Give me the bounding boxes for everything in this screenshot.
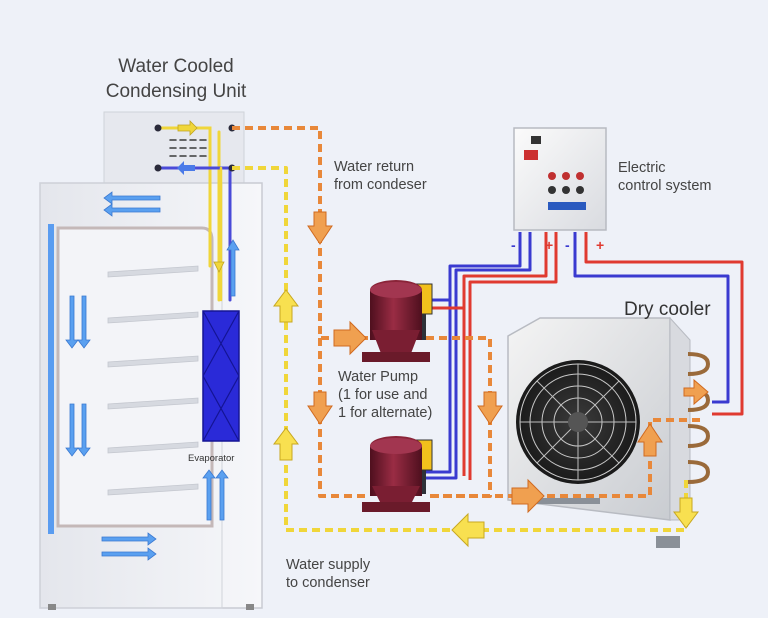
flow-arrow-icon: [273, 211, 709, 548]
water-pump-label: Water Pump (1 for use and 1 for alternat…: [338, 368, 432, 422]
water-return-label: Water return from condeser: [334, 158, 427, 194]
refrigerant-flow-arrows: [177, 120, 225, 273]
terminal-sign-2: +: [545, 237, 553, 253]
air-flow-arrows: [65, 191, 240, 561]
dry-cooler-fan-icon: [507, 316, 711, 548]
condensing-unit-title-line2: Condensing Unit: [105, 81, 247, 103]
condensing-unit-title: Water Cooled Condensing Unit: [96, 54, 256, 104]
terminal-sign-4: +: [596, 237, 604, 253]
evaporator-label: Evaporator: [188, 453, 235, 464]
water-return-label-line2: from condeser: [334, 177, 427, 194]
water-return-label-line1: Water return: [334, 159, 415, 175]
dry-cooler-stand: [530, 498, 680, 548]
condensing-unit-title-line1: Water Cooled: [118, 56, 234, 77]
water-pump-label-line2: (1 for use and: [338, 387, 428, 404]
water-supply-label: Water supply to condenser: [286, 556, 370, 592]
terminal-sign-1: -: [511, 237, 516, 253]
electric-control-label-line1: Electric: [618, 160, 666, 176]
electric-control-label: Electric control system: [618, 159, 711, 195]
refrigerant-return-arrow: [177, 161, 195, 175]
water-supply-label-line1: Water supply: [286, 557, 371, 573]
water-pump-label-line1: Water Pump: [338, 369, 419, 385]
water-pump-icon: [362, 280, 433, 512]
water-supply-label-line2: to condenser: [286, 575, 370, 592]
control-wires: [426, 232, 744, 480]
electric-control-box-icon: [513, 127, 607, 231]
water-pump-label-line3: 1 for alternate): [338, 405, 433, 422]
cabinet-shelves: [107, 265, 199, 496]
terminal-sign-3: -: [565, 237, 570, 253]
dry-cooler-label: Dry cooler: [624, 299, 711, 320]
evaporator-coil-icon: [202, 310, 240, 442]
electric-control-label-line2: control system: [618, 178, 712, 195]
